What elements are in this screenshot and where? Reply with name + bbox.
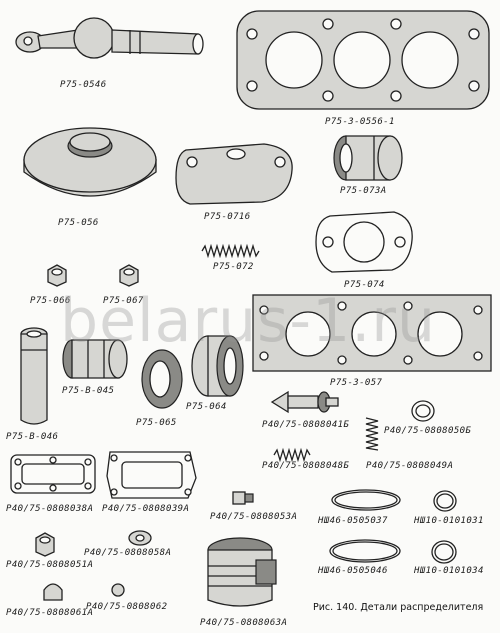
label-spring-b: Р40/75-0808048Б bbox=[262, 461, 350, 471]
label-bushing: Р75-073А bbox=[340, 186, 387, 196]
gasket-large-drawing bbox=[252, 294, 492, 372]
label-plate-large: Р75-3-0556-1 bbox=[325, 117, 395, 127]
label-oring-c: НШ46-0505046 bbox=[318, 566, 388, 576]
ring-b-drawing bbox=[191, 335, 244, 397]
label-cover-round: Р75-056 bbox=[58, 218, 99, 228]
label-spring-small: Р75-072 bbox=[213, 262, 254, 272]
gasket-oval-drawing bbox=[315, 211, 413, 273]
label-plug: Р40/75-0808063А bbox=[200, 618, 288, 628]
bushing-drawing bbox=[333, 135, 403, 181]
label-ring-small: Р40/75-0808050Б bbox=[384, 426, 472, 436]
plug-drawing bbox=[207, 537, 277, 607]
cover-round-drawing bbox=[23, 127, 157, 197]
spring-small-drawing bbox=[201, 243, 260, 259]
figure-caption: Рис. 140. Детали распределителя bbox=[313, 602, 484, 613]
oring-c-drawing bbox=[329, 539, 401, 563]
lever-drawing bbox=[15, 17, 204, 59]
union-drawing bbox=[232, 491, 254, 505]
label-gasket-large: Р75-3-057 bbox=[330, 378, 383, 388]
label-oring-a: НШ46-0505037 bbox=[318, 516, 388, 526]
label-gasket-a: Р40/75-0808038А bbox=[6, 504, 94, 514]
label-gasket-b: Р40/75-0808039А bbox=[102, 504, 190, 514]
label-washer: Р40/75-0808058А bbox=[84, 548, 172, 558]
spring-c-drawing bbox=[273, 447, 311, 463]
label-nut-a: Р75-066 bbox=[30, 296, 71, 306]
gasket-b-drawing bbox=[106, 451, 197, 499]
nut-b-drawing bbox=[119, 264, 139, 287]
label-spring-c: Р40/75-0808049А bbox=[366, 461, 454, 471]
oring-a-drawing bbox=[331, 489, 401, 511]
label-oring-d: НШ10-0101034 bbox=[414, 566, 484, 576]
plate-large-drawing bbox=[236, 10, 490, 110]
label-nut-b: Р75-067 bbox=[103, 296, 144, 306]
label-oring-b: НШ10-0101031 bbox=[414, 516, 484, 526]
label-sleeve-set: Р75-В-045 bbox=[62, 386, 115, 396]
label-nut-c: Р40/75-0808051А bbox=[6, 560, 94, 570]
label-plate-oval: Р75-0716 bbox=[204, 212, 251, 222]
washer-drawing bbox=[128, 530, 152, 546]
oring-d-drawing bbox=[431, 540, 457, 564]
valve-drawing bbox=[270, 390, 339, 414]
ball-drawing bbox=[111, 583, 125, 597]
watermark: belarus-1.ru bbox=[60, 286, 436, 356]
label-spool: Р75-В-046 bbox=[6, 432, 59, 442]
plate-oval-drawing bbox=[175, 143, 293, 205]
label-valve: Р40/75-0808041Б bbox=[262, 420, 350, 430]
cap-nut-drawing bbox=[43, 583, 63, 601]
nut-c-drawing bbox=[35, 532, 55, 557]
spool-drawing bbox=[20, 327, 48, 425]
label-union: Р40/75-0808053А bbox=[210, 512, 298, 522]
spring-b-drawing bbox=[365, 417, 379, 451]
sleeve-set-drawing bbox=[62, 339, 128, 379]
label-lever: Р75-0546 bbox=[60, 80, 107, 90]
label-ring-b: Р75-064 bbox=[186, 402, 227, 412]
oring-b-drawing bbox=[433, 490, 457, 512]
label-gasket-oval: Р75-074 bbox=[344, 280, 385, 290]
ring-small-drawing bbox=[411, 400, 435, 422]
ring-a-drawing bbox=[141, 349, 183, 409]
label-ring-a: Р75-065 bbox=[136, 418, 177, 428]
nut-a-drawing bbox=[47, 264, 67, 287]
gasket-a-drawing bbox=[10, 454, 96, 494]
label-cap-nut: Р40/75-0808061А bbox=[6, 608, 94, 618]
label-ball: Р40/75-0808062 bbox=[86, 602, 168, 612]
